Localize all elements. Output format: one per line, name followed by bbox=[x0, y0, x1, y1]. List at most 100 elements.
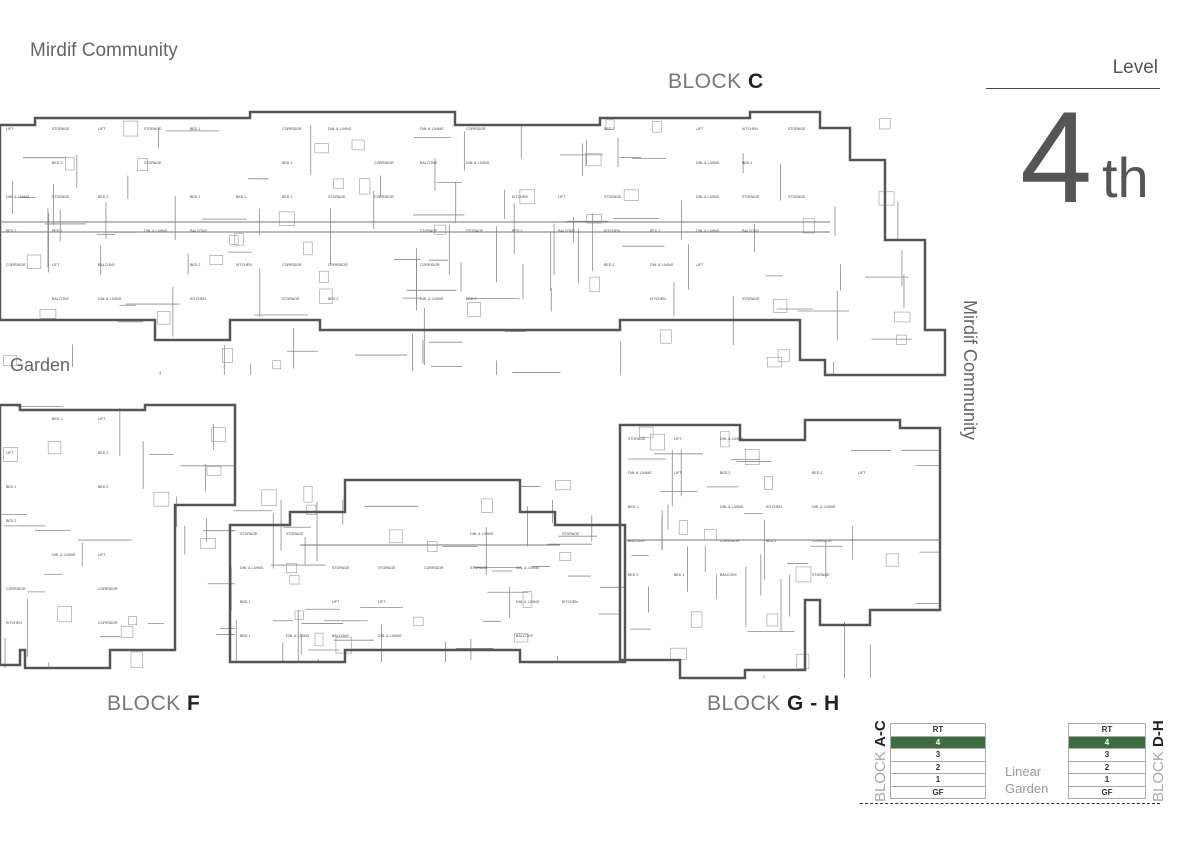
fixture bbox=[434, 224, 446, 235]
fixture bbox=[130, 651, 143, 668]
room-label: STORAGE bbox=[420, 229, 438, 233]
room-label: BED 2 bbox=[52, 161, 62, 165]
room-label: CORRIDOR bbox=[374, 195, 394, 199]
fixture bbox=[335, 636, 352, 654]
fixture bbox=[766, 613, 779, 627]
fixture bbox=[878, 191, 895, 206]
room-label: BED 1 bbox=[282, 161, 292, 165]
room-label: KITCHEN bbox=[562, 600, 578, 604]
room-label: BED 1 bbox=[190, 195, 200, 199]
room-label: BALCONY bbox=[720, 573, 738, 577]
room-label: BALCONY bbox=[558, 229, 576, 233]
room-label: BALCONY bbox=[516, 634, 534, 638]
legend-right-block-label: BLOCK D-H bbox=[1150, 720, 1167, 802]
room-label: BALCONY bbox=[628, 539, 646, 543]
block-f-label: BLOCK F bbox=[107, 692, 201, 715]
room-label: BED 2 bbox=[190, 263, 200, 267]
room-label: BED 1 bbox=[766, 539, 776, 543]
room-label: STORAGE bbox=[286, 532, 304, 536]
level-title: Level bbox=[1112, 57, 1158, 78]
fixture bbox=[795, 566, 812, 583]
legend-level-4: 4 bbox=[890, 735, 986, 749]
legend-level-gf: GF bbox=[1068, 785, 1146, 799]
room-label: CORRIDOR bbox=[720, 539, 740, 543]
room-label: BED 2 bbox=[650, 229, 660, 233]
fixture bbox=[306, 504, 317, 515]
room-label: BED 2 bbox=[720, 471, 730, 475]
fixture bbox=[894, 311, 911, 323]
room-label: CORRIDOR bbox=[328, 263, 348, 267]
room-label: LIFT bbox=[858, 471, 866, 475]
fixture bbox=[720, 430, 730, 448]
room-label: DIN. & LIVING bbox=[144, 229, 168, 233]
fixture bbox=[745, 449, 760, 466]
fixture bbox=[359, 178, 371, 195]
room-label: BED 2 bbox=[6, 229, 16, 233]
room-label: DIN. & LIVING bbox=[470, 532, 494, 536]
room-label: DIN. & LIVING bbox=[516, 566, 540, 570]
fixture bbox=[586, 214, 602, 224]
fixture bbox=[589, 276, 600, 292]
room-label: BED 1 bbox=[6, 485, 16, 489]
room-label: BED 2 bbox=[98, 485, 108, 489]
fixture bbox=[137, 158, 148, 171]
room-label: BED 1 bbox=[240, 600, 250, 604]
fixture bbox=[678, 520, 689, 535]
room-label: STORAGE bbox=[466, 229, 484, 233]
room-label: STORAGE bbox=[52, 195, 70, 199]
fixture bbox=[690, 611, 703, 628]
room-label: CORRIDOR bbox=[424, 566, 444, 570]
room-label: KITCHEN bbox=[650, 297, 666, 301]
fixture bbox=[200, 538, 216, 549]
room-label: BALCONY bbox=[332, 634, 350, 638]
room-label: CORRIDOR bbox=[374, 161, 394, 165]
room-label: BED 1 bbox=[812, 471, 822, 475]
room-label: DIN. & LIVING bbox=[52, 553, 76, 557]
block-c-label: BLOCK C bbox=[668, 70, 764, 93]
fixture bbox=[605, 119, 615, 130]
room-label: DIN. & LIVING bbox=[696, 161, 720, 165]
room-label: STORAGE bbox=[144, 161, 162, 165]
fixture bbox=[704, 529, 717, 541]
fixture bbox=[314, 143, 329, 154]
room-label: STORAGE bbox=[470, 566, 488, 570]
fixture bbox=[777, 349, 790, 363]
room-label: STORAGE bbox=[788, 127, 806, 131]
room-label: DIN. & LIVING bbox=[720, 505, 744, 509]
fixture bbox=[519, 189, 535, 205]
fixture bbox=[319, 270, 329, 284]
room-label: DIN. & LIVING bbox=[6, 195, 30, 199]
room-label: STORAGE bbox=[628, 437, 646, 441]
block-gh-plan bbox=[618, 418, 942, 680]
room-label: DIN. & LIVING bbox=[328, 127, 352, 131]
fixture bbox=[123, 120, 139, 137]
fixture bbox=[222, 348, 233, 363]
room-label: LIFT bbox=[98, 127, 106, 131]
room-label: DIN. & LIVING bbox=[420, 127, 444, 131]
room-label: BED 2 bbox=[98, 451, 108, 455]
fixture bbox=[879, 118, 891, 130]
room-label: DIN. & LIVING bbox=[466, 161, 490, 165]
fixture bbox=[3, 355, 17, 367]
fixture bbox=[802, 218, 815, 234]
fixture bbox=[638, 426, 654, 438]
legend-level-4: 4 bbox=[1068, 735, 1146, 749]
room-label: STORAGE bbox=[328, 195, 346, 199]
room-label: STORAGE bbox=[812, 573, 830, 577]
room-label: LIFT bbox=[98, 553, 106, 557]
level-divider bbox=[986, 88, 1160, 89]
fixture bbox=[209, 255, 224, 265]
room-label: BALCONY bbox=[190, 229, 208, 233]
room-label: BED 1 bbox=[604, 263, 614, 267]
room-label: LIFT bbox=[558, 195, 566, 199]
level-suffix: th bbox=[1102, 146, 1149, 209]
room-label: BALCONY bbox=[98, 263, 116, 267]
room-label: KITCHEN bbox=[512, 195, 528, 199]
fixture bbox=[47, 441, 62, 455]
room-label: KITCHEN bbox=[766, 505, 782, 509]
fixture bbox=[286, 563, 297, 574]
room-label: BED 2 bbox=[604, 127, 614, 131]
room-label: BED 1 bbox=[282, 195, 292, 199]
room-label: LIFT bbox=[674, 471, 682, 475]
